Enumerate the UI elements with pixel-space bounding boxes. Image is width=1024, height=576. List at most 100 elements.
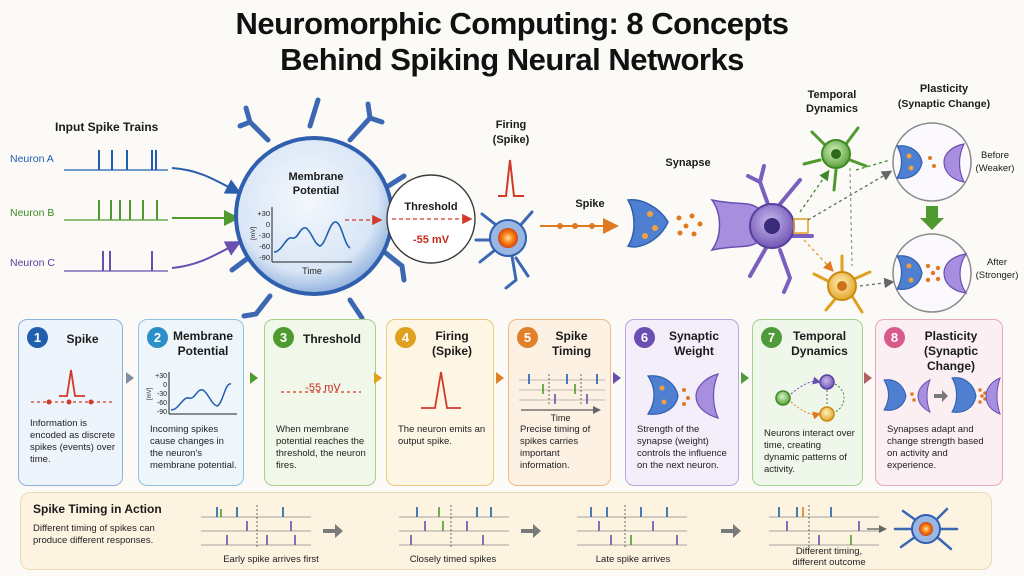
- synapse-presynaptic: [626, 199, 669, 248]
- card-number: 8: [884, 327, 905, 348]
- card-spike: 1 Spike Information is encoded as discre…: [18, 319, 123, 486]
- threshold-value: -55 mV: [413, 234, 450, 246]
- firing-neuron: [474, 210, 534, 290]
- caption-different-1: Different timing,: [795, 546, 863, 557]
- card-title: Synaptic Weight: [668, 329, 719, 358]
- neuron-c-label: Neuron C: [10, 257, 55, 269]
- plasticity-before-circle: [892, 122, 972, 202]
- before-label-1: Before: [981, 150, 1009, 161]
- card-description: The neuron emits an output spike.: [398, 424, 486, 447]
- spike-timing-in-action-panel: Spike Timing in Action Different timing …: [20, 492, 992, 570]
- card-firing: 4 Firing (Spike) The neuron emits an out…: [386, 319, 494, 486]
- temporal-yellow-neuron: [812, 254, 872, 314]
- mini-threshold-value: -55 mV: [305, 382, 341, 394]
- spike-travel-arrow: [540, 218, 619, 234]
- bottom-output-neuron: [893, 507, 959, 551]
- spike-timing-visual: [519, 374, 605, 414]
- plasticity-visual: [883, 377, 1001, 415]
- bottom-arrow-1: [323, 524, 343, 538]
- card-title: Plasticity (Synaptic Change): [923, 329, 978, 373]
- card-membrane-potential: 2 Membrane Potential +30 0 -30 -60 -90 […: [138, 319, 244, 486]
- temporal-dynamics-visual: [775, 374, 845, 422]
- input-arrow-a: [171, 167, 242, 194]
- card-description: Neurons interact over time, creating dyn…: [764, 428, 855, 475]
- synapse-vesicles: [676, 213, 703, 237]
- spike-timing-time-label: Time: [550, 413, 571, 423]
- card-arrow-4: [496, 372, 504, 384]
- card-number: 1: [27, 327, 48, 348]
- mini-tick-3: -30: [157, 391, 167, 398]
- mini-unit: [mV]: [147, 387, 153, 400]
- card-description: Incoming spikes cause changes in the neu…: [150, 424, 237, 471]
- bottom-timelines: [201, 505, 959, 551]
- before-label-2: (Weaker): [976, 163, 1015, 174]
- temporal-green-neuron: [802, 126, 868, 192]
- card-arrow-2: [250, 372, 258, 384]
- plasticity-after-circle: [892, 233, 972, 313]
- title-line-2: Behind Spiking Neural Networks: [280, 42, 744, 77]
- neuron-a-label: Neuron A: [10, 153, 54, 165]
- mini-tick-4: -60: [157, 400, 167, 407]
- card-plasticity: 8 Plasticity (Synaptic Change) Synapses …: [875, 319, 1003, 486]
- firing-spike-icon: [498, 159, 524, 197]
- card-title: Spike Timing: [551, 329, 592, 358]
- plot-tick-2: 0: [266, 220, 270, 229]
- card-title: Spike: [66, 332, 99, 346]
- card-temporal-dynamics: 7 Temporal Dynamics Neurons interact ove…: [752, 319, 863, 486]
- membrane-label-1: Membrane: [288, 171, 343, 183]
- temporal-connections: [799, 159, 895, 289]
- firing-visual: [421, 371, 461, 409]
- card-title: Firing (Spike): [431, 329, 472, 358]
- plot-time-label: Time: [302, 266, 322, 276]
- card-arrow-6: [741, 372, 749, 384]
- card-arrow-5: [613, 372, 621, 384]
- firing-label-1: Firing: [496, 119, 527, 131]
- plasticity-label-1: Plasticity: [920, 83, 969, 95]
- card-description: Precise timing of spikes carries importa…: [520, 424, 591, 471]
- synaptic-weight-visual: [646, 373, 720, 419]
- membrane-label-2: Potential: [293, 185, 339, 197]
- plasticity-label-2: (Synaptic Change): [898, 98, 990, 110]
- after-label-2: (Stronger): [976, 270, 1019, 281]
- card-arrow-1: [126, 372, 134, 384]
- bottom-arrow-3: [721, 524, 741, 538]
- input-arrow-c: [171, 241, 242, 269]
- card-number: 7: [761, 327, 782, 348]
- synapse-label: Synapse: [665, 157, 710, 169]
- card-title: Membrane Potential: [172, 329, 234, 358]
- spike-train-a: [64, 150, 168, 171]
- threshold-circle: Threshold -55 mV: [386, 174, 476, 264]
- timeline-different: [769, 505, 887, 549]
- card-number: 5: [517, 327, 538, 348]
- timeline-close: [399, 505, 509, 549]
- temporal-label-2: Dynamics: [806, 103, 858, 115]
- page-title: Neuromorphic Computing: 8 Concepts Behin…: [0, 6, 1024, 78]
- card-spike-timing: 5 Spike Timing Time Precise timing of sp…: [508, 319, 611, 486]
- card-title: Threshold: [302, 332, 361, 346]
- threshold-visual: -55 mV: [281, 382, 361, 394]
- card-arrow-7: [864, 372, 872, 384]
- card-description: Information is encoded as discrete spike…: [30, 418, 116, 465]
- plot-tick-4: -60: [259, 242, 270, 251]
- card-number: 2: [147, 327, 168, 348]
- caption-close: Closely timed spikes: [409, 554, 497, 565]
- mini-tick-5: -90: [157, 409, 167, 416]
- membrane-plot-visual: +30 0 -30 -60 -90 [mV]: [147, 372, 237, 416]
- card-arrow-3: [374, 372, 382, 384]
- caption-late: Late spike arrives: [595, 554, 671, 565]
- card-description: When membrane potential reaches the thre…: [276, 424, 366, 471]
- card-title: Temporal Dynamics: [791, 329, 848, 358]
- card-number: 6: [634, 327, 655, 348]
- after-label-1: After: [987, 257, 1007, 268]
- timeline-late: [577, 505, 687, 549]
- mini-tick-2: 0: [163, 382, 167, 389]
- spike-label: Spike: [575, 198, 604, 210]
- plasticity-change-arrow: [920, 206, 944, 230]
- bottom-arrow-2: [521, 524, 541, 538]
- spike-train-c: [64, 251, 168, 272]
- spike-train-b: [64, 200, 168, 221]
- card-threshold: 3 Threshold -55 mV When membrane potenti…: [264, 319, 376, 486]
- bottom-description: Different timing of spikes can produce d…: [33, 523, 155, 546]
- caption-early: Early spike arrives first: [223, 554, 319, 565]
- input-spike-trains-label: Input Spike Trains: [55, 120, 159, 134]
